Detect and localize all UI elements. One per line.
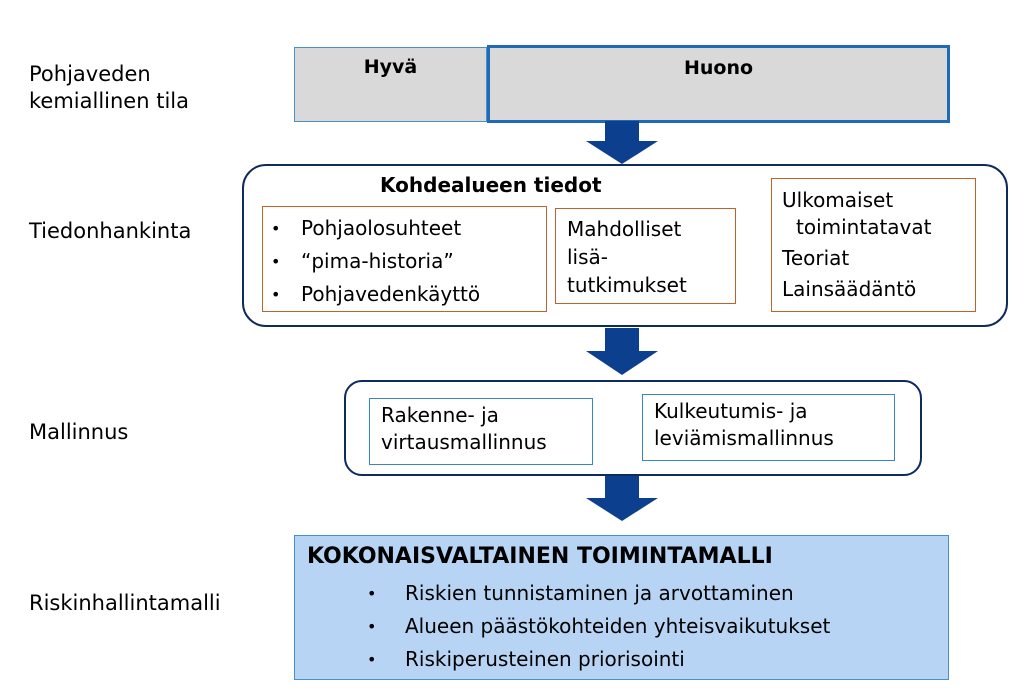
flow-arrow-1 bbox=[586, 121, 658, 164]
arrow-icon bbox=[586, 121, 658, 164]
row-label-line: kemiallinen tila bbox=[29, 89, 189, 113]
state-bad-label: Huono bbox=[683, 57, 754, 79]
model-line: Kulkeutumis- ja bbox=[654, 399, 808, 423]
model-line: virtausmallinnus bbox=[381, 430, 547, 454]
row-label-chemical-state: Pohjaveden kemiallinen tila bbox=[29, 61, 189, 115]
structure-model-box: Rakenne- ja virtausmallinnus bbox=[369, 398, 593, 465]
external-sources-box: Ulkomaiset toimintatavat Teoriat Lainsää… bbox=[771, 178, 976, 312]
site-info-bullet-box: Pohjaolosuhteet “pima-historia” Pohjaved… bbox=[262, 206, 547, 312]
row-label-modelling: Mallinnus bbox=[29, 420, 129, 444]
transport-model-box: Kulkeutumis- ja leviämismallinnus bbox=[642, 394, 895, 461]
operating-model-box: KOKONAISVALTAINEN TOIMINTAMALLI Riskien … bbox=[294, 535, 949, 680]
site-info-bullet-list: Pohjaolosuhteet “pima-historia” Pohjaved… bbox=[263, 212, 546, 311]
operating-model-bullet-list: Riskien tunnistaminen ja arvottaminen Al… bbox=[367, 577, 830, 676]
list-item: Pohjaolosuhteet bbox=[263, 212, 546, 245]
model-line: Rakenne- ja bbox=[381, 403, 499, 427]
external-line: Lainsäädäntö bbox=[782, 277, 917, 301]
flow-arrow-2 bbox=[586, 328, 658, 375]
list-item: Pohjavedenkäyttö bbox=[263, 278, 546, 311]
arrow-icon bbox=[586, 476, 658, 521]
state-bad-segment: Huono bbox=[487, 45, 950, 123]
model-line: leviämismallinnus bbox=[654, 426, 834, 450]
row-label-data-acquisition: Tiedonhankinta bbox=[29, 219, 192, 243]
extra-studies-line: lisä- bbox=[567, 245, 609, 269]
list-item: “pima-historia” bbox=[263, 245, 546, 278]
flow-arrow-3 bbox=[586, 476, 658, 521]
extra-studies-line: Mahdolliset bbox=[567, 217, 682, 241]
operating-model-title: KOKONAISVALTAINEN TOIMINTAMALLI bbox=[307, 544, 773, 569]
external-line: Ulkomaiset bbox=[782, 188, 894, 212]
extra-studies-box: Mahdolliset lisä- tutkimukset bbox=[555, 208, 736, 304]
list-item: Riskiperusteinen priorisointi bbox=[367, 643, 830, 676]
arrow-icon bbox=[586, 328, 658, 375]
list-item: Riskien tunnistaminen ja arvottaminen bbox=[367, 577, 830, 610]
external-line: Teoriat bbox=[782, 246, 850, 270]
list-item: Alueen päästökohteiden yhteisvaikutukset bbox=[367, 610, 830, 643]
row-label-line: Pohjaveden bbox=[29, 62, 151, 86]
row-label-risk-management: Riskinhallintamalli bbox=[29, 591, 221, 615]
state-good-segment: Hyvä bbox=[294, 47, 487, 122]
extra-studies-line: tutkimukset bbox=[567, 273, 687, 297]
state-good-label: Hyvä bbox=[363, 56, 418, 78]
external-line: toimintatavat bbox=[796, 215, 932, 239]
site-info-title: Kohdealueen tiedot bbox=[380, 173, 602, 197]
